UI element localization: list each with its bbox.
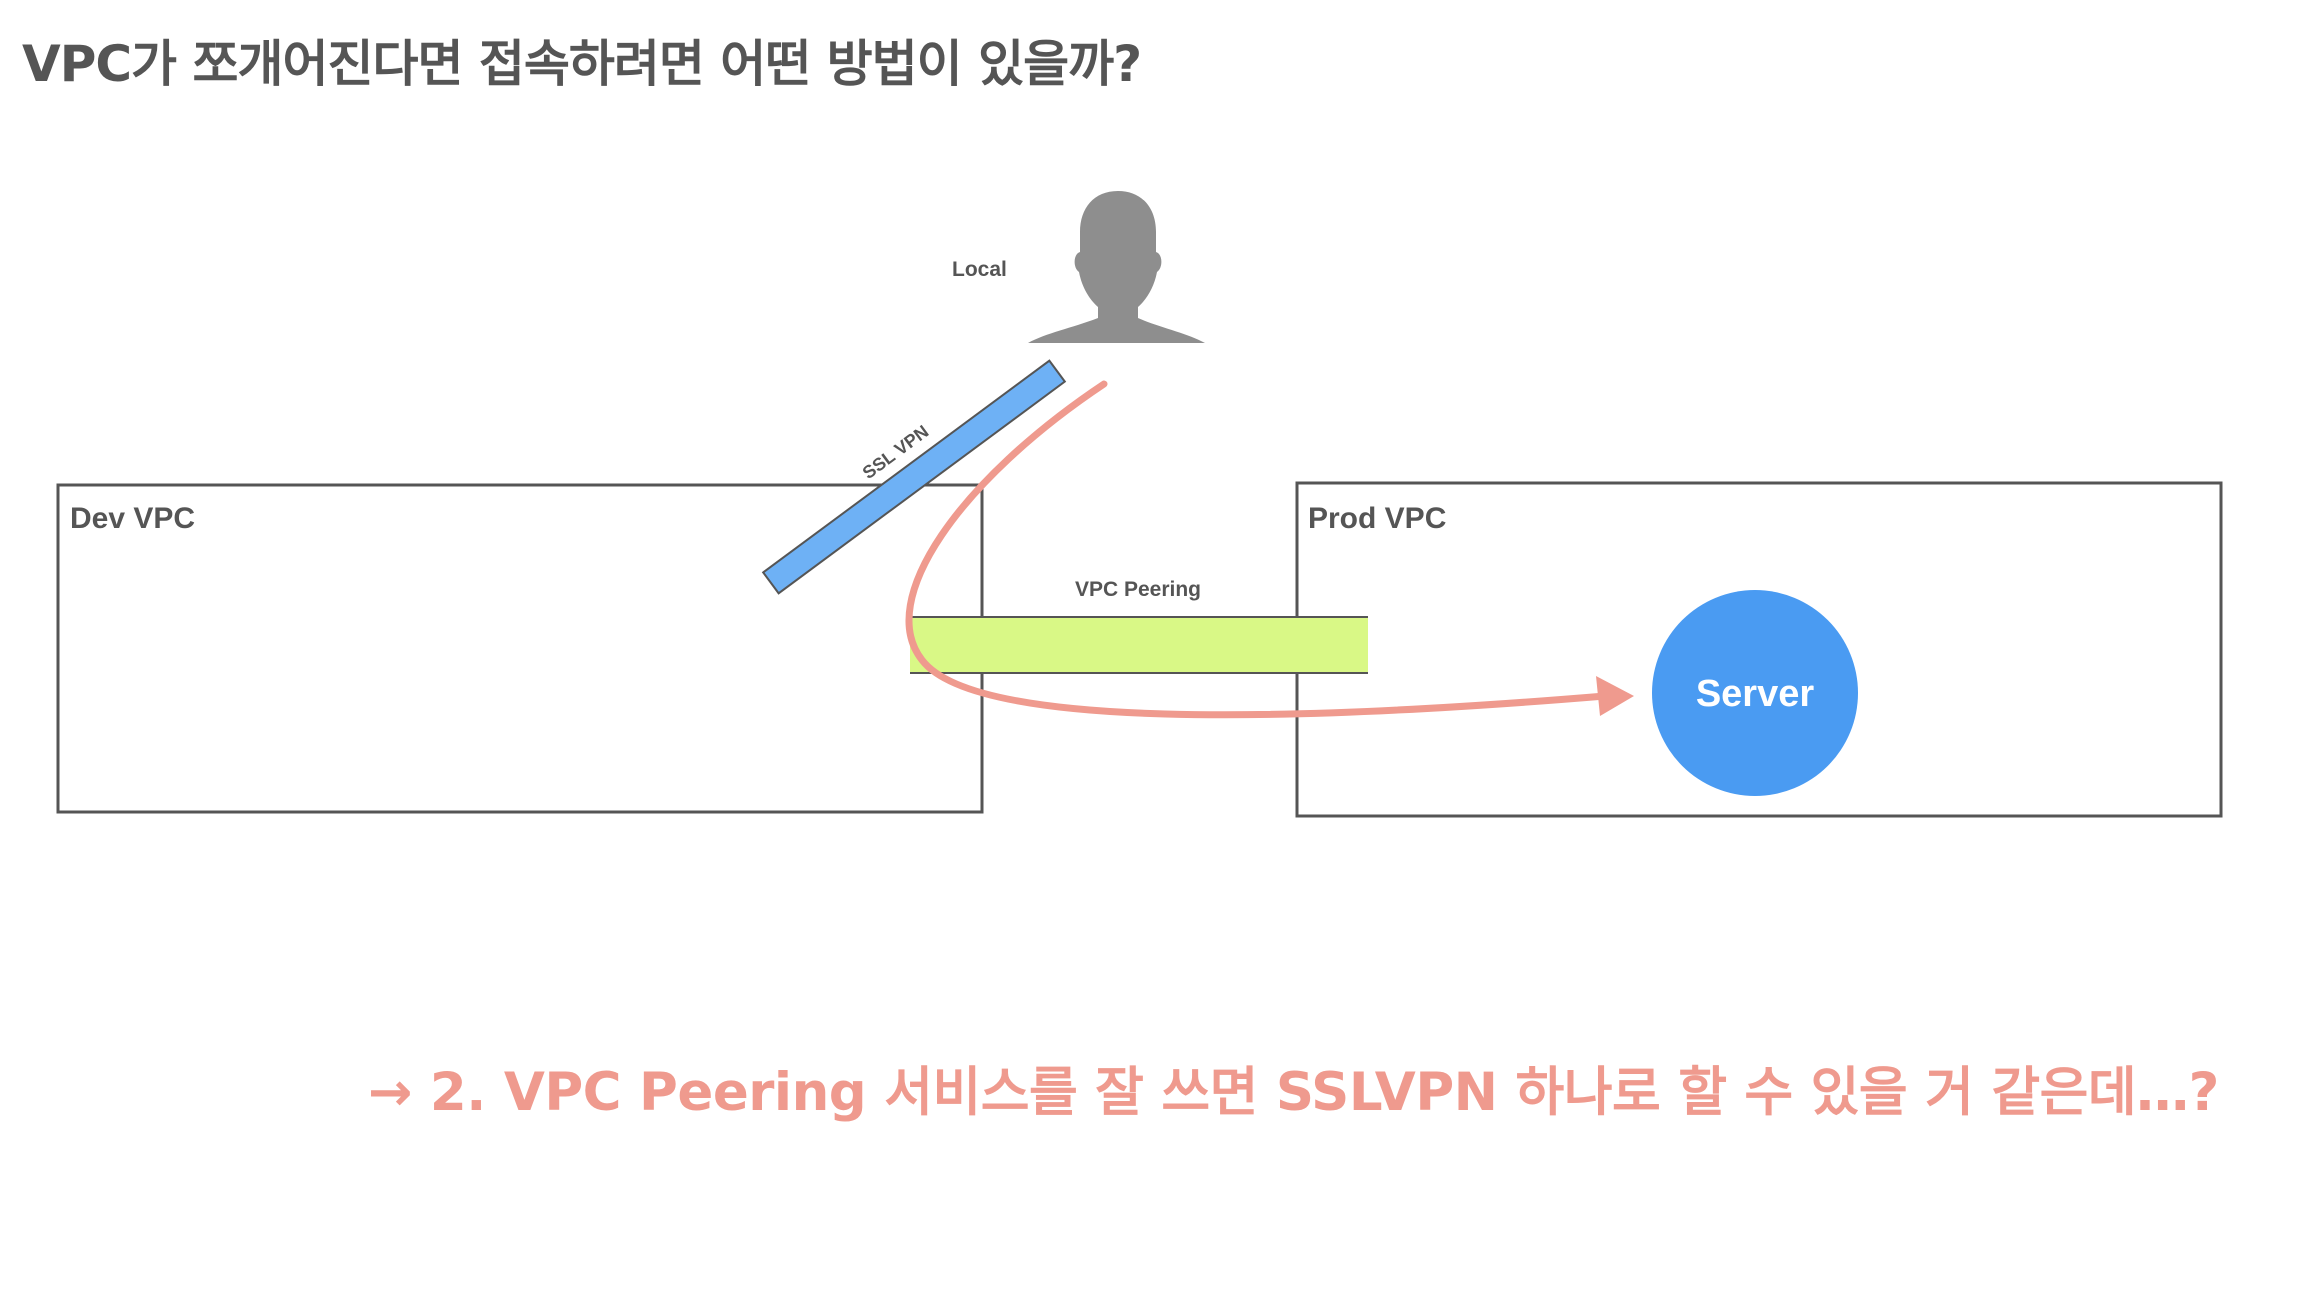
caption-text: → 2. VPC Peering 서비스를 잘 쓰면 SSLVPN 하나로 할 … (368, 1062, 2219, 1123)
page-title: VPC가 쪼개어진다면 접속하려면 어떤 방법이 있을까? (22, 35, 1142, 93)
server-node: Server (1652, 590, 1858, 796)
local-user: Local (952, 191, 1205, 343)
vpc-peering-label: VPC Peering (1075, 578, 1201, 601)
local-label: Local (952, 258, 1007, 281)
user-silhouette-icon (1028, 191, 1205, 343)
server-label: Server (1696, 673, 1815, 715)
flow-arrow (905, 380, 1634, 719)
dev-vpc-label: Dev VPC (70, 502, 195, 535)
prod-vpc-label: Prod VPC (1308, 502, 1446, 535)
vpc-peering-link: VPC Peering (910, 578, 1368, 674)
